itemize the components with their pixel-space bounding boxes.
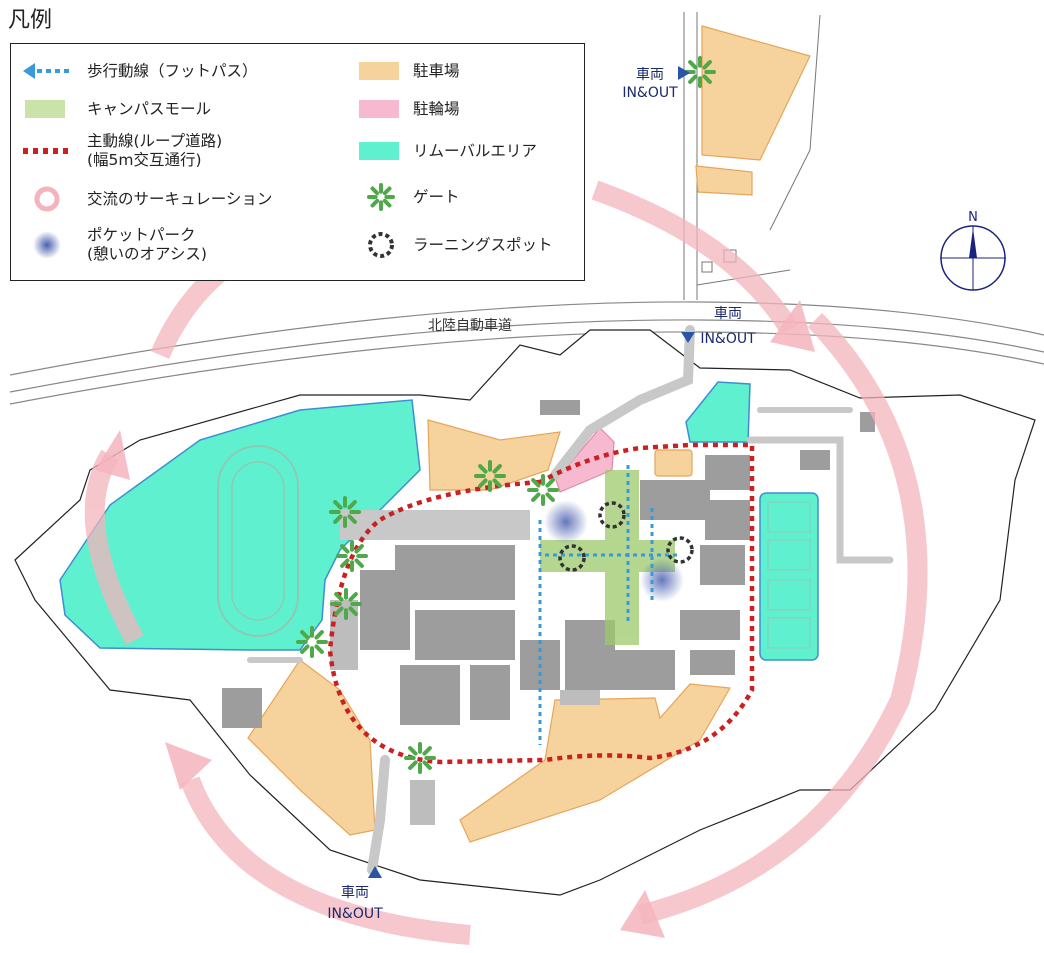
legend-item-loop-road: 主動線(ループ道路) (幅5m交互通行) bbox=[19, 132, 222, 170]
legend-label-learning-spot: ラーニングスポット bbox=[413, 235, 553, 254]
legend-item-parking: 駐車場 bbox=[353, 56, 460, 86]
pocket-park bbox=[544, 500, 588, 544]
legend-item-learning-spot: ラーニングスポット bbox=[353, 230, 553, 260]
vehicle-access-label-2: 車両 bbox=[714, 305, 742, 322]
removable-area-east bbox=[759, 492, 819, 661]
gate-icon bbox=[367, 183, 395, 211]
footpath-arrow-icon bbox=[23, 63, 73, 79]
legend: 歩行動線（フットパス） キャンパスモール 主動線(ループ道路) (幅5m交互通行… bbox=[10, 43, 585, 281]
gate-icon bbox=[330, 588, 362, 620]
legend-label-footpath: 歩行動線（フットパス） bbox=[87, 61, 258, 80]
gate-icon bbox=[336, 540, 368, 572]
gate-icon bbox=[684, 56, 716, 88]
legend-item-footpath: 歩行動線（フットパス） bbox=[19, 56, 258, 86]
pocket-park-icon bbox=[33, 231, 61, 259]
roads bbox=[247, 325, 894, 875]
gate-icon bbox=[474, 460, 506, 492]
learning-spot-icon bbox=[598, 501, 626, 529]
bicycle-parking-swatch bbox=[353, 94, 409, 124]
highway-label: 北陸自動車道 bbox=[428, 317, 512, 334]
legend-label-bicycle-parking: 駐輪場 bbox=[413, 99, 460, 118]
campus-mall-swatch bbox=[19, 94, 75, 124]
north-label: N bbox=[968, 210, 978, 225]
removable-area-west bbox=[59, 399, 421, 651]
parking-lot-north bbox=[701, 25, 811, 161]
footpaths bbox=[538, 465, 680, 745]
vehicle-access-label-3: 車両 bbox=[341, 884, 369, 901]
vehicle-access-label-2b: IN&OUT bbox=[700, 331, 756, 347]
gate-icon bbox=[404, 742, 436, 774]
legend-title: 凡例 bbox=[8, 8, 53, 33]
legend-item-removable-area: リムーバルエリア bbox=[353, 136, 537, 166]
parking-swatch bbox=[353, 56, 409, 86]
parking-lot-south bbox=[459, 683, 731, 843]
tennis-courts bbox=[767, 501, 811, 649]
removable-area-northeast bbox=[685, 381, 751, 443]
legend-item-circulation: 交流のサーキュレーション bbox=[19, 184, 272, 214]
circulation-arrowheads bbox=[95, 300, 815, 938]
gates bbox=[296, 56, 716, 774]
learning-spot-icon bbox=[558, 544, 586, 572]
vehicle-access-south: 車両 IN&OUT bbox=[327, 866, 383, 922]
legend-item-pocket-park: ポケットパーク (憩いのオアシス) bbox=[19, 226, 207, 264]
legend-item-bicycle-parking: 駐輪場 bbox=[353, 94, 460, 124]
gate-icon bbox=[296, 626, 328, 658]
legend-label-loop-road: 主動線(ループ道路) (幅5m交互通行) bbox=[87, 132, 223, 169]
loop-road bbox=[327, 442, 755, 765]
learning-spots bbox=[558, 501, 694, 572]
learning-spot-icon bbox=[666, 536, 694, 564]
vehicle-access-label-3b: IN&OUT bbox=[327, 906, 383, 922]
north-lot bbox=[683, 12, 821, 300]
gate-icon bbox=[329, 496, 361, 528]
legend-label-pocket-park: ポケットパーク (憩いのオアシス) bbox=[87, 226, 207, 263]
removable-area-swatch bbox=[353, 136, 409, 166]
circulation-icon bbox=[34, 186, 60, 212]
running-track bbox=[217, 445, 299, 637]
legend-item-campus-mall: キャンパスモール bbox=[19, 94, 211, 124]
gate-icon bbox=[367, 183, 395, 211]
compass-icon: N bbox=[940, 210, 1006, 291]
vehicle-access-north: 車両 IN&OUT bbox=[622, 66, 690, 101]
vehicle-access-label-1: 車両 bbox=[636, 66, 664, 83]
pocket-park bbox=[640, 558, 684, 602]
learning-spot-icon bbox=[368, 232, 394, 258]
vehicle-access-label-1b: IN&OUT bbox=[622, 85, 678, 101]
parking-lot-small bbox=[654, 449, 693, 477]
legend-label-circulation: 交流のサーキュレーション bbox=[87, 189, 273, 208]
buildings bbox=[222, 400, 875, 825]
loop-road-line-icon bbox=[23, 148, 73, 154]
legend-label-removable-area: リムーバルエリア bbox=[413, 141, 537, 160]
legend-label-campus-mall: キャンパスモール bbox=[87, 99, 212, 118]
vehicle-access-highway: 車両 IN&OUT bbox=[681, 305, 756, 347]
legend-item-gate: ゲート bbox=[353, 182, 460, 212]
legend-label-gate: ゲート bbox=[413, 187, 460, 206]
parking-lot-north-small bbox=[695, 165, 753, 196]
parking-lot-north-campus bbox=[427, 419, 561, 491]
legend-label-parking: 駐車場 bbox=[413, 61, 460, 80]
gate-icon bbox=[527, 474, 559, 506]
